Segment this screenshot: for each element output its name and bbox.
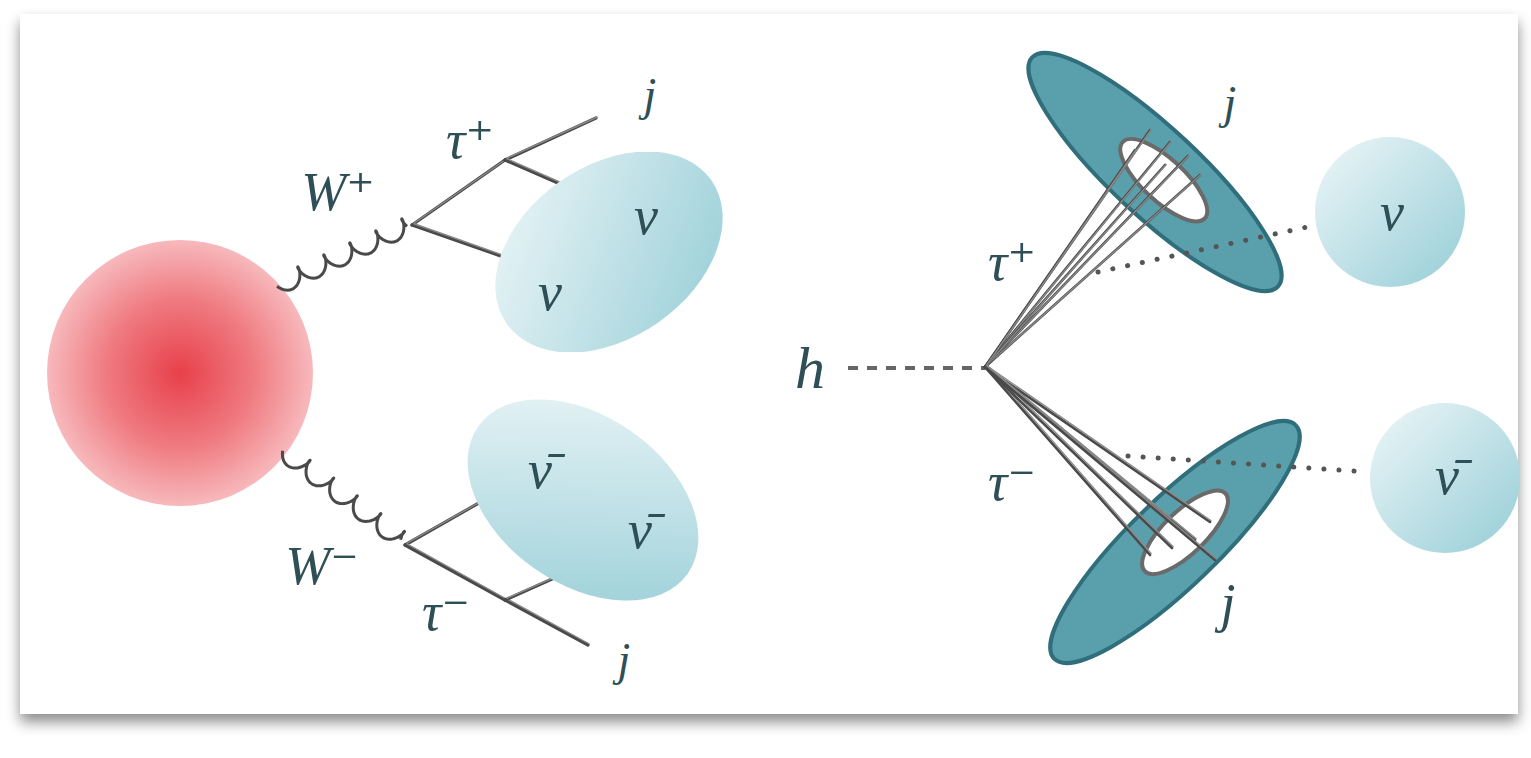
fermion-line <box>412 159 507 225</box>
w-boson-line <box>277 219 407 290</box>
ellipse-fill <box>452 398 714 602</box>
neutrino-symbol: ν <box>1380 185 1404 239</box>
neutrino-circle: ν̄ <box>1369 402 1521 554</box>
jet-label: j <box>1220 576 1235 630</box>
fermion-line <box>505 117 598 160</box>
fermion-line <box>985 141 1172 367</box>
boson-label: W⁺ <box>301 165 375 219</box>
fermion-line <box>985 366 1217 561</box>
fermion-line <box>985 129 1152 367</box>
tau-label: τ⁻ <box>422 585 470 639</box>
tau-label: τ⁺ <box>988 235 1036 289</box>
higgs-line <box>848 366 985 370</box>
jet-label: j <box>1224 80 1237 126</box>
wires <box>277 117 1368 645</box>
higgs-label: h <box>795 338 825 398</box>
neutrino-dots <box>1128 456 1368 472</box>
card <box>20 14 1518 714</box>
tau-label: τ⁺ <box>446 113 494 167</box>
fermion-line <box>985 366 1152 556</box>
neutrino-symbol: ν̄ <box>1435 449 1459 503</box>
ellipse-fill <box>478 152 740 352</box>
node-outline <box>478 152 740 352</box>
jets <box>1002 25 1326 690</box>
tau-label: τ⁻ <box>988 455 1036 509</box>
neutrino-symbol: ν̄ <box>628 503 652 557</box>
neutrino-circle: ν <box>1314 136 1466 288</box>
fermion-line <box>985 174 1202 367</box>
w-boson-line <box>282 451 404 540</box>
neutrino-symbol: ν <box>634 189 658 243</box>
neutrino-symbol: ν <box>538 265 562 319</box>
neutrino-symbol: ν̄ <box>528 443 552 497</box>
node-outline <box>452 398 714 602</box>
circle-fill <box>1370 403 1520 553</box>
fermion-line <box>505 599 590 646</box>
jet-label: j <box>644 72 657 118</box>
fermion-line <box>985 164 1167 367</box>
neutrino-dots <box>1098 226 1312 272</box>
circle-fill <box>1315 137 1465 287</box>
fermion-line <box>985 149 1137 367</box>
jet-label: j <box>618 637 631 683</box>
neutrino-ellipse: νν <box>478 152 740 352</box>
fermion-line <box>985 366 1212 523</box>
blob <box>47 240 313 506</box>
neutrino-ellipse: ν̄ ν̄ <box>452 398 714 602</box>
boson-label: W⁻ <box>285 539 359 593</box>
